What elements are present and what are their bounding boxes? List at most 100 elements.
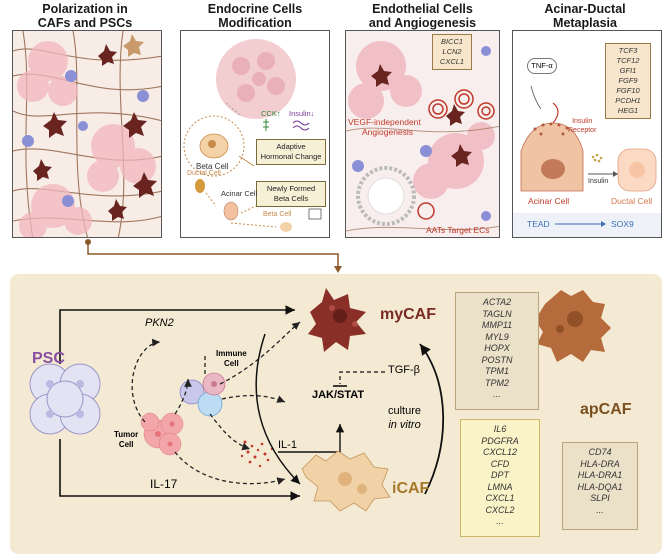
gene-pcdh1: PCDH1 — [615, 96, 641, 105]
beta-cell-label-2: Beta Cell — [263, 211, 292, 218]
mycaf-gene: POSTN — [481, 354, 513, 365]
tgfb-label: TGF-β — [388, 364, 420, 376]
mycaf-gene: MMP11 — [481, 320, 513, 330]
adm-illustration — [513, 85, 661, 237]
mycaf-gene: TPM2 — [484, 377, 509, 388]
ductal-cell-label-p4: Ductal Cell — [611, 196, 653, 206]
mycaf-gene: TPM1 — [484, 366, 509, 376]
culture-line2: in vitro — [388, 419, 421, 431]
panel3-title-line2: and Angiogenesis — [368, 16, 477, 30]
icaf-gene: IL6 — [493, 424, 507, 434]
apcaf-gene: HLA-DQA1 — [577, 481, 623, 492]
mycaf-gene: ACTA2 — [482, 297, 512, 307]
jakstat-label: JAK/STAT — [312, 389, 365, 401]
adaptive-line1: Adaptive — [276, 142, 306, 151]
adaptive-line2: Hormonal Change — [260, 152, 322, 161]
apcaf-gene-box: CD74 HLA-DRA HLA-DRA1 HLA-DQA1 SLPI ... — [562, 442, 638, 530]
apcaf-gene: CD74 — [588, 447, 612, 457]
icaf-gene-box: IL6 PDGFRA CXCL12 CFD DPT LMNA CXCL1 CXC… — [460, 419, 540, 537]
panel1-title-line2: CAFs and PSCs — [37, 16, 133, 30]
icaf-label: iCAF — [392, 480, 430, 497]
mycaf-gene: TAGLN — [482, 308, 512, 319]
polarization-illustration — [13, 31, 161, 237]
insulin-receptor-line1: Insulin — [572, 118, 593, 125]
panel-connector — [85, 239, 342, 273]
gene-bicc1: BICC1 — [440, 37, 464, 46]
icaf-gene: CXCL1 — [485, 493, 515, 503]
culture-line1: culture — [388, 405, 422, 417]
il1-label: IL-1 — [278, 439, 297, 451]
vegf-label: VEGF-independent Angiogenesis — [348, 117, 421, 137]
panel-polarization — [12, 30, 162, 238]
panel3-title: Endothelial Cells and Angiogenesis — [345, 2, 500, 30]
newly-line2: Beta Cells — [273, 194, 309, 203]
icaf-gene: CXCL2 — [485, 504, 515, 515]
apcaf-gene: SLPI — [590, 493, 610, 503]
vegf-line1: VEGF-independent — [348, 117, 421, 127]
newly-formed-beta-cells-box: Newly Formed Beta Cells — [256, 181, 326, 207]
apcaf-label: apCAF — [580, 401, 632, 418]
endothelial-illustration — [346, 41, 499, 232]
panel4-title: Acinar-Ductal Metaplasia — [510, 2, 660, 30]
panel1-title-line1: Polarization in — [42, 2, 128, 16]
panel2-title-line2: Modification — [218, 16, 292, 30]
mycaf-gene: ... — [493, 389, 501, 399]
insulin-receptor-line2: Receptor — [568, 127, 597, 134]
beta-cell-label: Beta Cell — [196, 162, 229, 171]
vegf-line2: Angiogenesis — [362, 127, 414, 137]
gene-gfi1: GFI1 — [619, 66, 637, 75]
pkn2-label: PKN2 — [145, 317, 174, 329]
panel-endocrine: Beta Cell CCK↑ Insulin↓ Adaptive Hormona… — [180, 30, 330, 238]
tnf-alpha-badge: TNF-α — [527, 58, 557, 74]
icaf-gene: CFD — [490, 458, 510, 469]
panel2-title: Endocrine Cells Modification — [180, 2, 330, 30]
apcaf-gene: HLA-DRA — [580, 458, 620, 469]
icaf-gene: LMNA — [487, 481, 513, 492]
immune-line1: Immune — [216, 349, 247, 358]
sox9-label: SOX9 — [611, 219, 634, 229]
culture-label: culture in vitro — [388, 404, 421, 432]
tumor-line2: Cell — [118, 440, 134, 449]
insulin-label: Insulin↓ — [289, 109, 315, 118]
gene-fgf10: FGF10 — [616, 86, 640, 95]
immune-line2: Cell — [224, 359, 239, 368]
icaf-gene: ... — [496, 516, 504, 526]
panel2-title-line1: Endocrine Cells — [207, 2, 303, 16]
insulin-receptor-label: Insulin Receptor — [568, 117, 596, 135]
tead-label: TEAD — [527, 219, 550, 229]
panel4-title-line1: Acinar-Ductal — [544, 2, 626, 16]
panel1-title: Polarization in CAFs and PSCs — [10, 2, 160, 30]
panel-acinar-ductal: TNF-α TCF3 TCF12 GFI1 FGF9 FGF10 PCDH1 H… — [512, 30, 662, 238]
gene-fgf9: FGF9 — [618, 76, 638, 85]
mycaf-gene: MYL9 — [485, 331, 509, 342]
bottom-panel: PSC PKN2 Immune Cell Tumor Cell TGF-β JA… — [10, 274, 662, 554]
bottom-illustration — [29, 288, 611, 512]
cck-label: CCK↑ — [261, 109, 281, 118]
icaf-gene: DPT — [491, 470, 509, 480]
mycaf-gene: HOPX — [484, 343, 510, 353]
apcaf-gene: ... — [596, 504, 604, 515]
mycaf-gene-box: ACTA2 TAGLN MMP11 MYL9 HOPX POSTN TPM1 T… — [455, 292, 539, 410]
apcaf-gene: HLA-DRA1 — [577, 470, 623, 480]
panel4-title-line2: Metaplasia — [553, 16, 617, 30]
newly-line1: Newly Formed — [266, 184, 316, 193]
icaf-gene: PDGFRA — [481, 435, 519, 446]
gene-heg1: HEG1 — [617, 106, 639, 115]
panel3-title-line1: Endothelial Cells — [372, 2, 473, 16]
acinar-cell-label: Acinar Cell — [221, 189, 258, 198]
icaf-gene: CXCL12 — [482, 447, 518, 457]
islet-illustration — [183, 39, 322, 232]
acinar-cell-label-p4: Acinar Cell — [528, 196, 570, 206]
tumor-cell-label: Tumor Cell — [114, 430, 138, 450]
psc-label: PSC — [32, 350, 65, 367]
gene-tcf12: TCF12 — [616, 56, 640, 65]
panel3-gene-box: BICC1 LCN2 CXCL1 — [432, 34, 472, 70]
gene-tcf3: TCF3 — [618, 46, 638, 55]
gene-lcn2: LCN2 — [442, 47, 462, 56]
il17-label: IL-17 — [150, 477, 178, 491]
adaptive-hormonal-change-box: Adaptive Hormonal Change — [256, 139, 326, 165]
mycaf-label: myCAF — [380, 306, 437, 323]
tumor-line1: Tumor — [114, 430, 139, 439]
aats-label: AATs Target ECs — [426, 225, 490, 235]
immune-cell-label: Immune Cell — [216, 349, 247, 369]
